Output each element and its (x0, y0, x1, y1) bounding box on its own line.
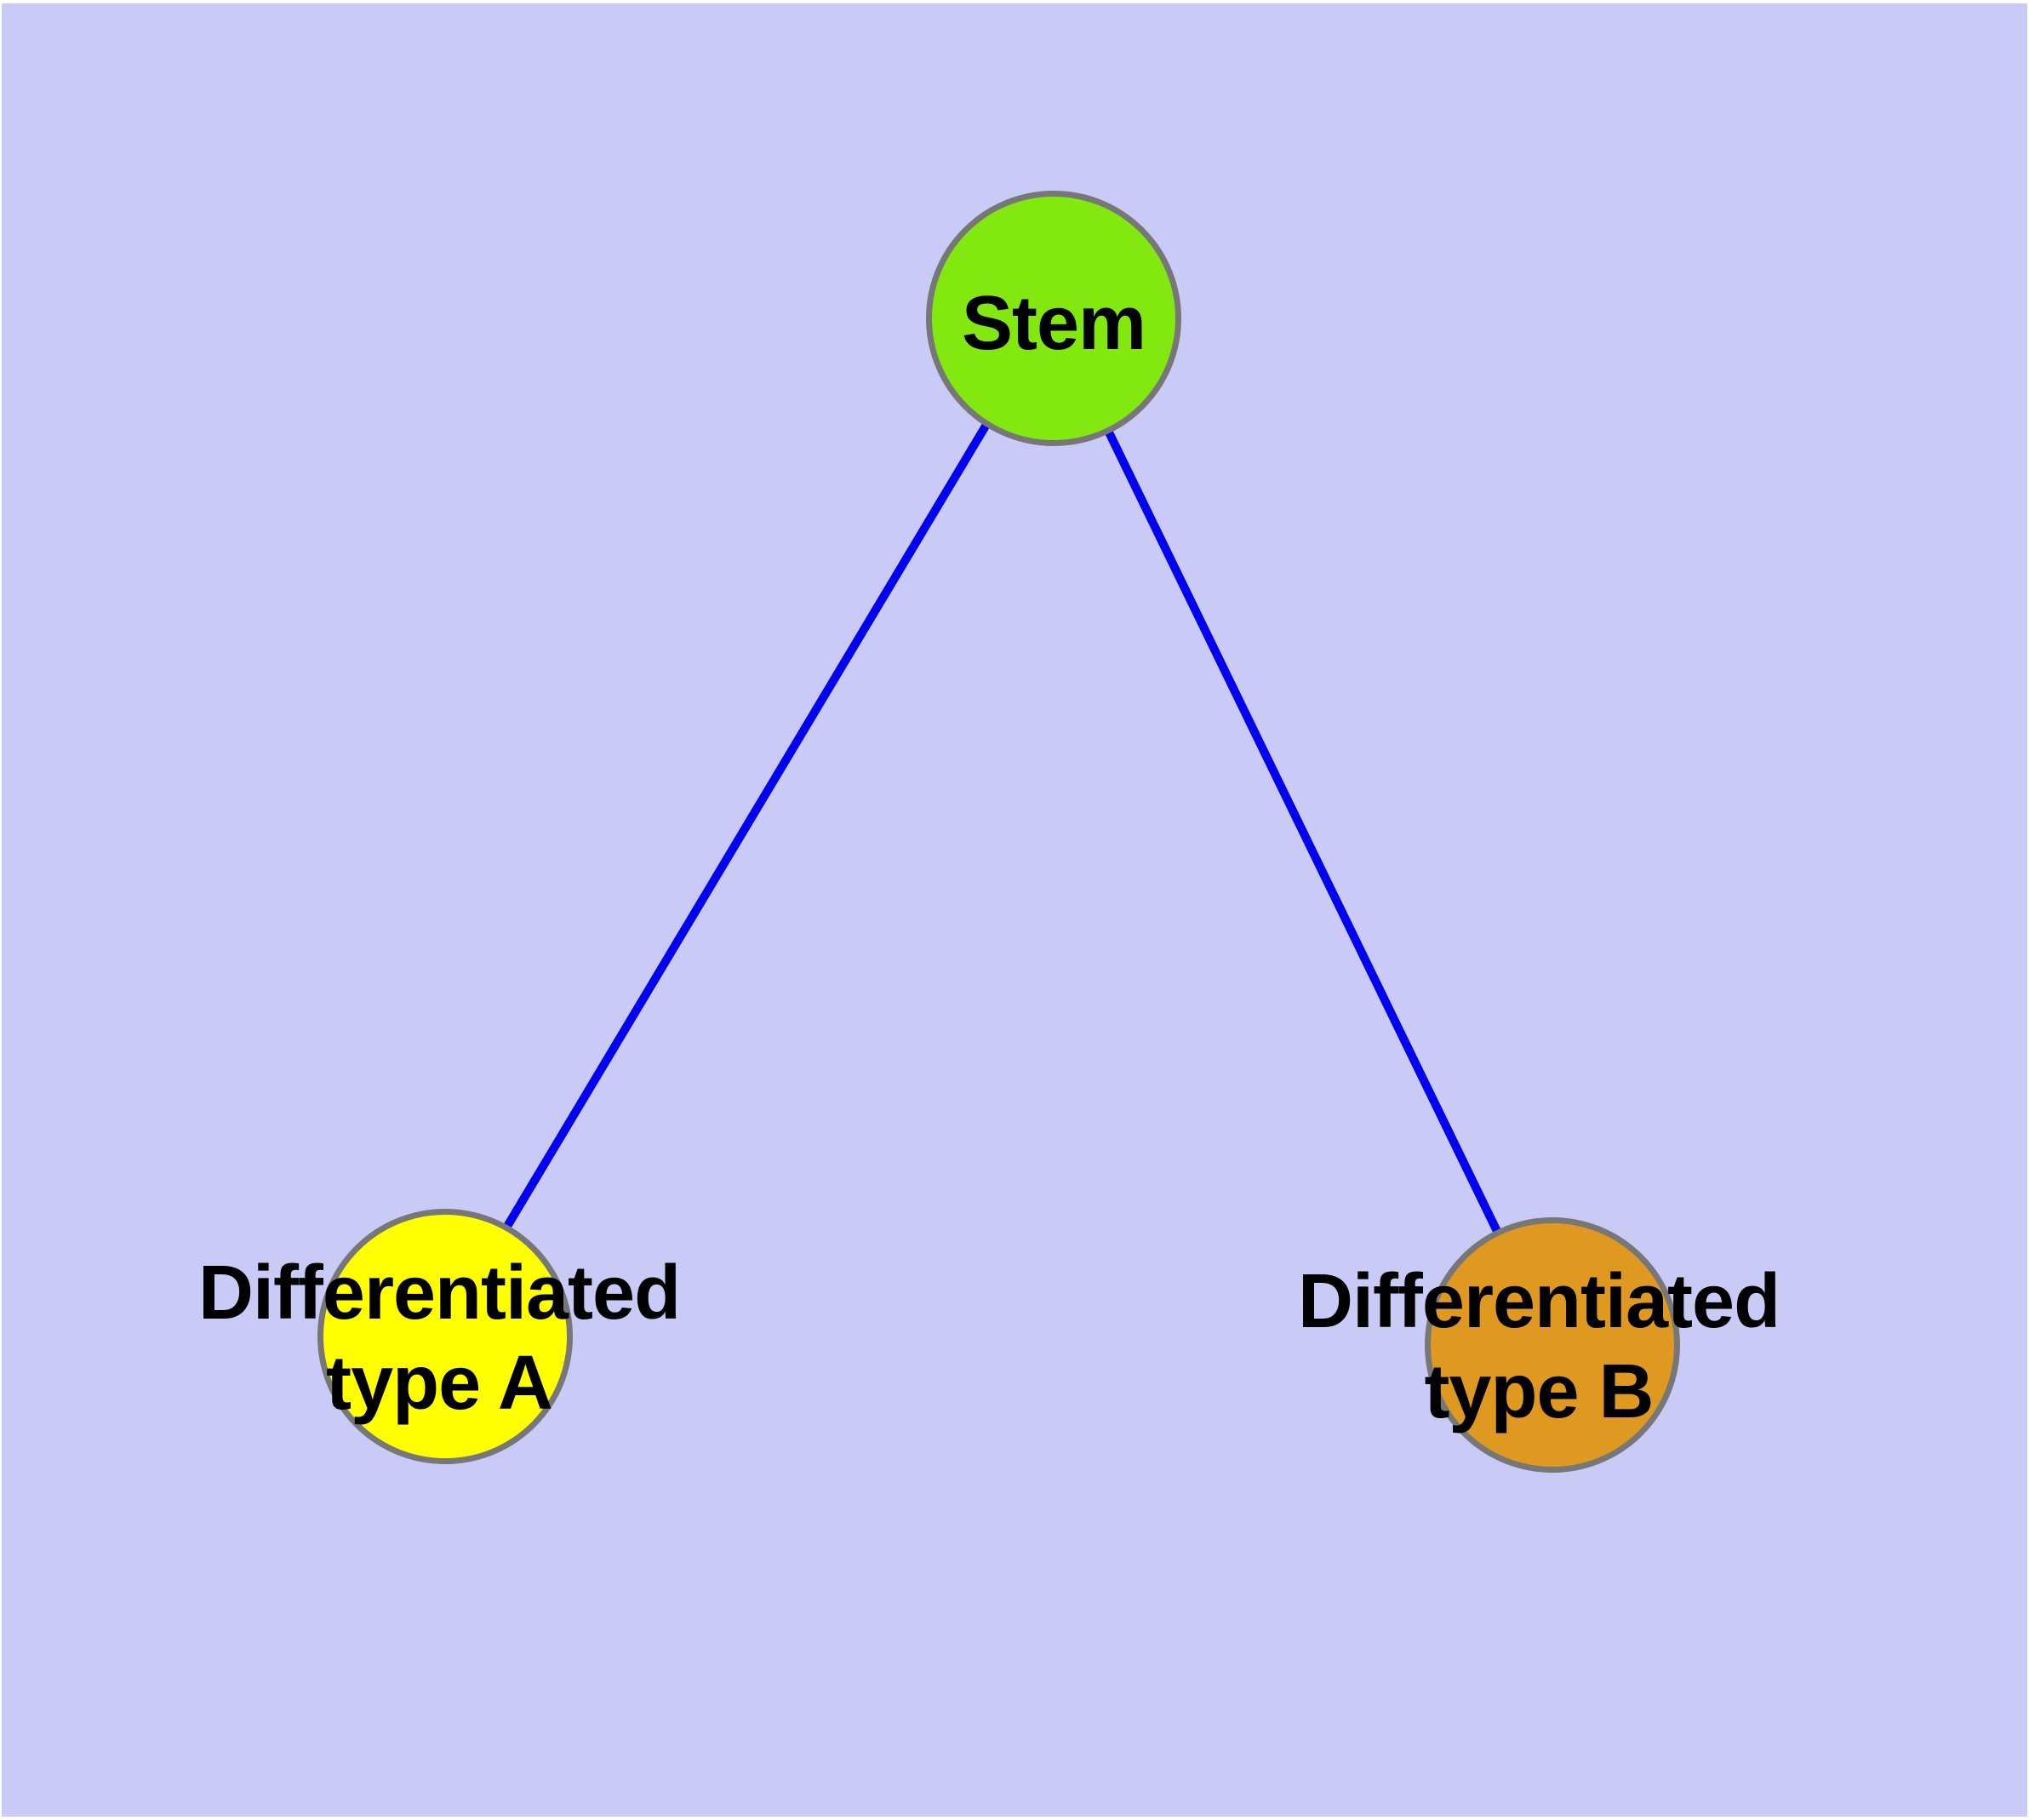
edge-stem-to-type-a (439, 312, 1056, 1336)
node-type-a-label: Differentiated type A (197, 1250, 681, 1426)
node-stem-label: Stem (961, 280, 1146, 366)
edge-stem-to-type-b (1048, 312, 1555, 1344)
node-type-b-label: Differentiated type B (1297, 1258, 1780, 1434)
node-type-b-circle (1425, 1217, 1680, 1473)
node-stem-circle (926, 191, 1181, 446)
graph-background: Stem Differentiated type A Differentiate… (2, 3, 2027, 1817)
edge-layer (439, 312, 1555, 1344)
node-type-a-circle (317, 1209, 573, 1464)
